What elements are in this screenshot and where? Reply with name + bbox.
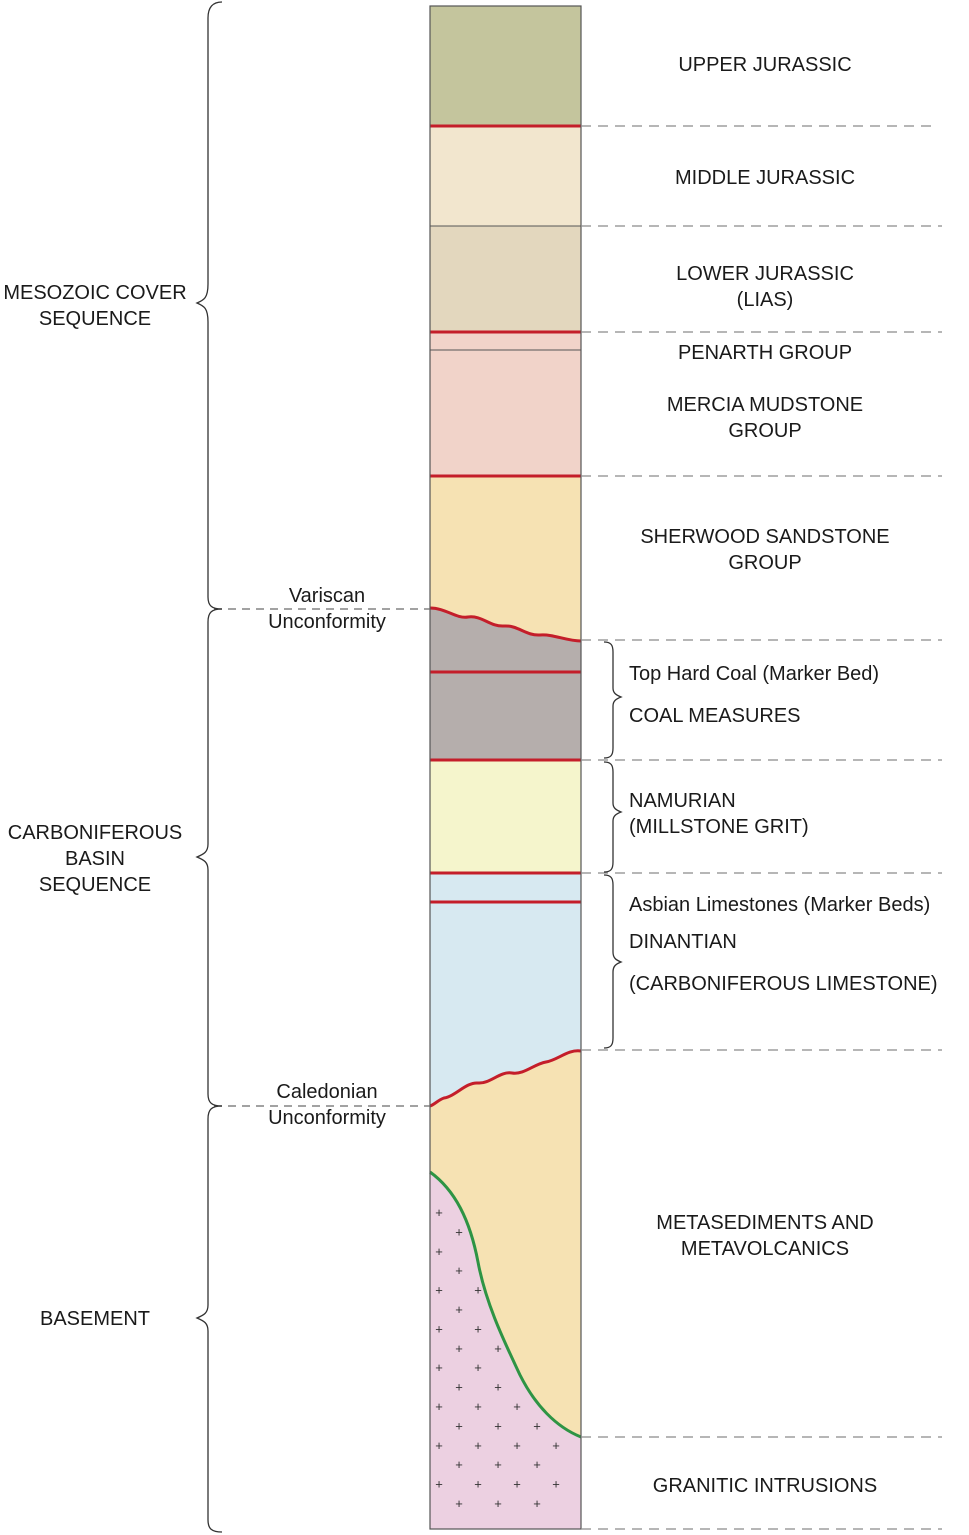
label-mesozoic-cover: MESOZOIC COVER [3,282,186,304]
label-upper-jurassic: UPPER JURASSIC [678,54,851,76]
label-sherwood-sandstone: SHERWOOD SANDSTONE [640,526,889,548]
granite-plus-mark: + [474,1283,482,1298]
layer-lower-jurassic [430,226,581,332]
granite-plus-mark: + [455,1263,463,1278]
label-top-hard-coal: Top Hard Coal (Marker Bed) [629,663,879,685]
granite-plus-mark: + [474,1399,482,1414]
layer-upper-jurassic [430,6,581,126]
unconformity-labels: Variscan Unconformity Caledonian Unconfo… [268,585,386,1129]
granite-plus-mark: + [455,1341,463,1356]
granite-plus-mark: + [552,1438,560,1453]
namurian-brace [603,761,623,873]
granite-plus-mark: + [435,1438,443,1453]
right-dashed-lines [581,125,942,1530]
label-lower-jurassic: LOWER JURASSIC [676,263,854,285]
granite-plus-mark: + [435,1360,443,1375]
granite-plus-mark: + [494,1418,502,1433]
intrusion-contact-line [429,1170,582,1439]
column-outline [429,5,582,1530]
label-lias: (LIAS) [737,289,794,311]
granite-plus-mark: + [455,1457,463,1472]
granite-plus-mark: + [533,1496,541,1511]
granite-plus-mark: + [494,1341,502,1356]
granite-plus-mark: + [474,1477,482,1492]
label-metasediments: METASEDIMENTS AND [656,1212,873,1234]
label-mercia-mudstone: MERCIA MUDSTONE [667,394,863,416]
granite-plus-mark: + [513,1477,521,1492]
granite-plus-mark: + [435,1321,443,1336]
granite-plus-mark: + [494,1496,502,1511]
granite-plus-mark: + [435,1244,443,1259]
label-caledonian: Caledonian [276,1081,377,1103]
label-middle-jurassic: MIDDLE JURASSIC [675,167,855,189]
granite-plus-mark: + [513,1399,521,1414]
label-coal-measures: COAL MEASURES [629,705,801,727]
label-metavolcanics: METAVOLCANICS [681,1238,849,1260]
layer-boundaries [430,225,581,351]
label-dinantian: DINANTIAN [629,931,737,953]
layer-coal-measures [430,608,581,760]
left-dashed-lines [214,608,430,1107]
granite-plus-mark: + [455,1496,463,1511]
granite-plus-mark: + [494,1380,502,1395]
label-asbian-limestones: Asbian Limestones (Marker Beds) [629,894,930,916]
label-variscan: Variscan [289,585,365,607]
label-basement: BASEMENT [40,1308,150,1330]
label-mercia-group: GROUP [728,420,801,442]
sequence-braces [195,1,223,1533]
granite-plus-mark: + [513,1438,521,1453]
layer-granitic-intrusion [430,1172,581,1529]
label-granitic-intrusions: GRANITIC INTRUSIONS [653,1475,877,1497]
column-layers: + + + + + + + + + + + + + + + + + + + + + + + + + + + + + + + + + + + [430,6,581,1529]
unit-braces [603,641,623,1049]
granite-plus-mark: + [474,1360,482,1375]
caledonian-unconformity-line [429,1049,582,1108]
dinantian-brace [603,874,623,1049]
granite-plus-mark: + [533,1418,541,1433]
label-mesozoic-sequence: SEQUENCE [39,308,151,330]
label-millstone-grit: (MILLSTONE GRIT) [629,816,809,838]
label-caledonian-unconformity: Unconformity [268,1107,386,1129]
granite-plus-mark: + [435,1399,443,1414]
label-carboniferous-sequence: SEQUENCE [39,874,151,896]
label-penarth-group: PENARTH GROUP [678,342,852,364]
granite-plus-mark: + [552,1477,560,1492]
granite-plus-mark: + [435,1283,443,1298]
label-carboniferous-limestone: (CARBONIFEROUS LIMESTONE) [629,973,938,995]
sequence-labels: MESOZOIC COVER SEQUENCE CARBONIFEROUS BA… [3,282,186,1330]
layer-namurian [430,760,581,873]
layer-dinantian [430,873,581,1106]
granite-plus-mark: + [455,1380,463,1395]
basement-brace [195,1105,223,1533]
unit-labels: UPPER JURASSIC MIDDLE JURASSIC LOWER JUR… [629,54,938,1497]
granite-plus-mark: + [435,1205,443,1220]
granite-plus-mark: + [455,1302,463,1317]
granite-plus-mark: + [435,1477,443,1492]
mesozoic-brace [195,1,223,610]
layer-middle-jurassic [430,126,581,226]
coal-measures-brace [603,641,623,759]
label-namurian: NAMURIAN [629,790,736,812]
label-carboniferous: CARBONIFEROUS [8,822,182,844]
granite-plus-mark: + [494,1457,502,1472]
granite-plus-mark: + [474,1438,482,1453]
variscan-unconformity-line [429,606,582,643]
layer-penarth-mercia [430,332,581,476]
label-sherwood-group: GROUP [728,552,801,574]
label-basin: BASIN [65,848,125,870]
granite-plus-mark: + [474,1321,482,1336]
granite-plus-mark: + [455,1418,463,1433]
marker-horizons [429,124,582,1108]
granite-plus-symbols: + + + + + + + + + + + + + + + + + + + + + + + + + + + + + + + + + + + [435,1205,560,1511]
label-variscan-unconformity: Unconformity [268,611,386,633]
granite-plus-mark: + [533,1457,541,1472]
carboniferous-brace [195,608,223,1107]
granite-plus-mark: + [455,1224,463,1239]
